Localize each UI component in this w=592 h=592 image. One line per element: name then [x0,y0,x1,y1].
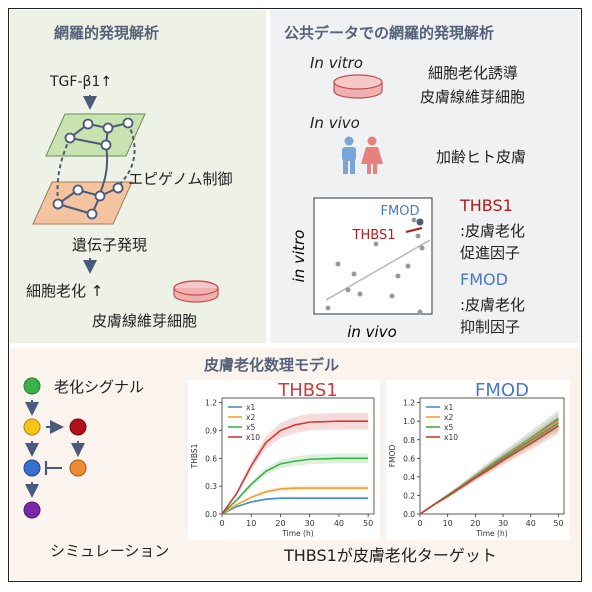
petri-dish-icon [173,280,219,303]
y-tick-label: 0.0 [403,510,415,519]
series-line-x5 [221,457,369,515]
plot-area [419,397,565,515]
in-vitro-label: In vitro [310,54,363,72]
thbs1-title: THBS1 [460,196,513,215]
fmod-title: FMOD [460,270,508,289]
x-axis-label: Time (h) [281,529,313,538]
y-tick-label: 0.6 [205,454,217,463]
legend-label-x1: x1 [246,403,255,412]
right-panel: 公共データでの網羅的発現解析 In vitro 細胞老化誘導 皮膚線維芽細胞 I… [270,10,580,343]
legend-label-x5: x5 [444,423,453,432]
left-panel-title: 網羅的発現解析 [54,24,160,42]
scatter-xlabel: in vivo [347,323,397,341]
legend-label-x2: x2 [246,413,255,422]
yellow-node [23,418,41,436]
y-tick-label: 0.0 [205,510,217,519]
y-tick-label: 1.2 [205,399,217,408]
chart-background [386,380,570,540]
series-line-x1 [221,497,369,515]
y-tick-label: 0.4 [403,473,415,482]
x-tick-label: 20 [470,519,480,528]
thbs1-desc-2: 促進因子 [460,244,521,262]
green-node [23,377,41,395]
series-line-x2 [221,487,369,515]
senescence-label: 細胞老化 ↑ [26,282,104,300]
human-icon [342,136,383,174]
legend-label-x1: x1 [444,403,453,412]
series-band-x1 [420,409,559,514]
y-axis-label: THBS1 [190,443,199,469]
senescence-signal-label: 老化シグナル [54,378,145,396]
x-tick-label: 30 [305,519,315,528]
y-tick-label: 0.6 [403,454,415,463]
x-tick-label: 50 [363,519,373,528]
left-panel: 網羅的発現解析 TGF-β1↑ [10,10,266,343]
tgf-beta-label: TGF-β1↑ [50,74,113,90]
thbs1-desc-1: :皮膚老化 [460,222,526,240]
series-band-x5 [420,414,559,514]
series-band-x10 [222,412,369,514]
series-line-x10 [221,420,369,515]
model-network-diagram [23,377,87,519]
legend-label-x10: x10 [444,433,458,442]
x-tick-label: 40 [526,519,536,528]
scatter-ylabel: in vitro [290,230,308,283]
red-node [69,418,87,436]
y-tick-label: 0.2 [403,491,415,500]
fmod-chart: FMOD 0 10 20 30 40 50 0.0 0.2 0.4 0.6 0.8 1.0 1.2Time… [386,380,570,540]
y-axis-label: FMOD [388,445,397,468]
legend-label-x10: x10 [246,433,260,442]
chart-title: THBS1 [277,380,337,401]
in-vitro-desc-1: 細胞老化誘導 [428,64,519,82]
simulation-label: シミュレーション [50,542,170,560]
x-tick-label: 50 [553,519,563,528]
in-vivo-desc: 加齢ヒト皮膚 [436,148,527,166]
right-panel-title: 公共データでの網羅的発現解析 [284,24,495,42]
x-tick-label: 40 [334,519,344,528]
scatter-fmod-label: FMOD [381,204,420,219]
fmod-desc-1: :皮膚老化 [460,296,526,314]
in-vivo-label: In vivo [310,114,360,132]
scatter-plot: FMOD THBS1 in vivo in vitro [290,197,433,341]
series-line-x10 [419,425,559,515]
series-band-x10 [420,417,559,514]
x-tick-label: 10 [443,519,453,528]
purple-node [23,501,41,519]
x-tick-label: 0 [219,519,224,528]
bottom-panel: 皮膚老化数理モデル 老化シグナル シミュレーション THBS1 0 10 20 30 40… [10,348,580,580]
y-tick-label: 1.2 [403,399,415,408]
gene-expression-label: 遺伝子発現 [72,236,148,254]
legend-label-x2: x2 [444,413,453,422]
chart-background [188,380,380,540]
blue-node [23,459,41,477]
y-tick-label: 0.8 [403,436,415,445]
bottom-panel-title: 皮膚老化数理モデル [204,356,340,374]
legend-label-x5: x5 [246,423,255,432]
x-tick-label: 20 [275,519,285,528]
fmod-desc-2: 抑制因子 [460,318,521,336]
scatter-thbs1-label: THBS1 [352,228,396,243]
x-tick-label: 0 [417,519,422,528]
plot-area [221,397,375,515]
x-tick-label: 30 [498,519,508,528]
fibroblast-label: 皮膚線維芽細胞 [92,312,198,330]
epigenome-label: エピゲノム制御 [128,170,233,188]
x-tick-label: 10 [246,519,256,528]
series-band-x2 [420,411,559,514]
petri-dish-icon-2 [333,74,383,99]
orange-node [69,459,87,477]
y-tick-label: 1.0 [403,417,415,426]
epigenome-diagram [32,95,219,303]
chart-title: FMOD [475,380,529,401]
y-tick-label: 0.9 [205,426,217,435]
y-tick-label: 0.3 [205,482,217,491]
conclusion-label: THBS1が皮膚老化ターゲット [284,546,497,565]
in-vitro-desc-2: 皮膚線維芽細胞 [420,88,526,106]
x-axis-label: Time (h) [475,529,507,538]
